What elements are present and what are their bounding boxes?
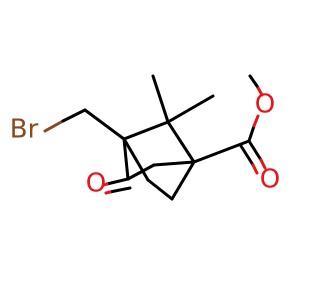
bond-ester-carbon-ether-o [247, 124, 256, 143]
bond-ester-carbon-ether-o-oxygen-half [252, 114, 260, 128]
bond-c7-methyl-b [166, 94, 215, 124]
ester-ether-oxygen-label: O [255, 90, 275, 120]
bond-ether-o-methyl-oxygen-half [255, 84, 264, 97]
ester-carbonyl-oxygen-label: O [260, 165, 280, 195]
bond-c2-ketone-o-line1 [105, 177, 130, 186]
bond-c2-ketone-o-line2-oxygen-half [104, 190, 112, 195]
bond-c1-c7 [122, 120, 170, 141]
bond-c7-c4 [166, 120, 196, 164]
bond-ch2-c1 [83, 108, 126, 141]
bond-ester-carbonyl-line2-oxygen-half [251, 163, 259, 175]
bond-c4-ester-carbon [192, 139, 251, 164]
bond-ester-carbonyl-line1 [247, 139, 263, 162]
bond-br-ch2-bromine-half [43, 119, 65, 133]
bond-c2-ketone-o-line1-oxygen-half [102, 182, 109, 187]
bond-br-ch2-carbon-half [61, 108, 87, 123]
atom-label-layer: Br O O O [10, 90, 281, 199]
bromine-label: Br [10, 115, 39, 145]
chemical-structure: Br O O O [10, 74, 281, 201]
ketone-oxygen-label: O [86, 169, 106, 199]
bond-c3-c4 [152, 160, 196, 167]
bond-c1-c6 [122, 137, 150, 182]
bond-ester-carbonyl-line1-oxygen-half [259, 158, 267, 170]
bond-c2-ketone-o-line2 [108, 186, 132, 194]
bond-c1-c2 [122, 137, 130, 181]
bond-c6-c5 [146, 178, 174, 201]
bond-ester-carbonyl-line2 [239, 144, 255, 167]
bond-c2-c3 [126, 163, 156, 181]
bond-ether-o-methyl [248, 74, 259, 88]
bond-layer [43, 74, 267, 201]
bond-c5-c4 [170, 160, 196, 201]
bond-c7-methyl-a [151, 74, 170, 124]
